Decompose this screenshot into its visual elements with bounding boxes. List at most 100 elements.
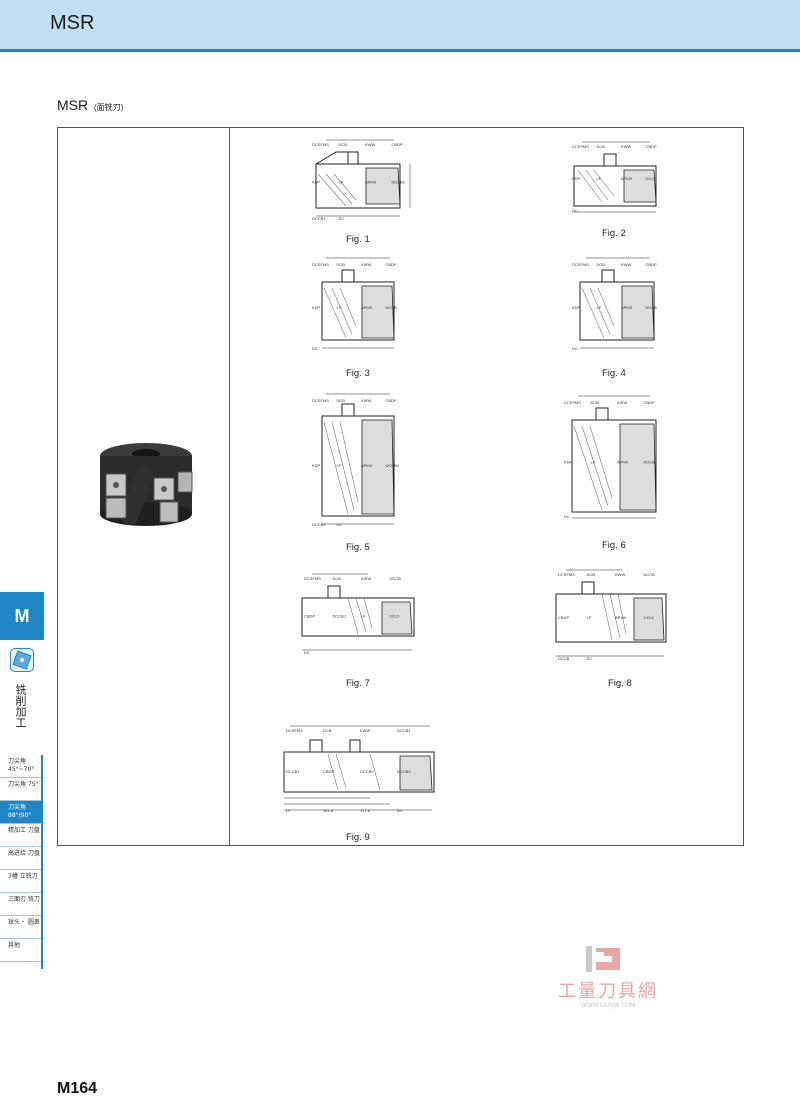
- dimension-label: KDP: [564, 460, 573, 465]
- dimension-label: DCB: [337, 398, 346, 403]
- dimension-label: DC: [587, 656, 593, 661]
- dimension-label: LF: [591, 460, 596, 465]
- dimension-label: DCB: [333, 576, 342, 581]
- dimension-label: DCCB3: [397, 769, 411, 774]
- dimension-label: 101.6: [644, 615, 655, 620]
- dimension-label: DCCB: [644, 460, 656, 465]
- side-menu-item[interactable]: 精加工 刀盘: [0, 824, 41, 847]
- dimension-label: DCCB: [558, 656, 570, 661]
- dimension-label: CBDP: [646, 262, 657, 267]
- dimension-label: DCCB2: [392, 180, 406, 185]
- dimension-label: DCCB1: [312, 522, 326, 527]
- figure-8-label: Fig. 8: [608, 678, 632, 689]
- watermark-url: WWW.GLRJW.COM: [580, 1002, 636, 1009]
- dimension-label: APMX: [365, 180, 377, 185]
- dimension-label: DCB: [323, 728, 332, 733]
- dimension-label: DCCB2: [360, 769, 374, 774]
- dimension-label: DCB: [597, 144, 606, 149]
- dimension-label: LF: [597, 176, 602, 181]
- dimension-label: KDP: [312, 463, 321, 468]
- dimension-label: APMX: [361, 305, 373, 310]
- figure-7-label: Fig. 7: [346, 678, 370, 689]
- dimension-label: DCSFMS: [312, 142, 329, 147]
- dimension-label: DCCB1: [312, 216, 326, 221]
- dimension-label: DCSFMS: [558, 572, 575, 577]
- dimension-label: DCB: [587, 572, 596, 577]
- page-number: M164: [57, 1080, 98, 1097]
- dimension-label: CBDP: [386, 398, 397, 403]
- side-menu-item[interactable]: 3槽 立铣刀: [0, 870, 41, 893]
- dimension-label: DCSFMS: [564, 400, 581, 405]
- dimension-label: APMX: [617, 460, 629, 465]
- side-menu: 刀尖角 45°~70° 刀尖角 75° 刀尖角 88°/90° 精加工 刀盘 高…: [0, 755, 41, 962]
- figure-1-label: Fig. 1: [346, 234, 370, 245]
- dimension-label: APMX: [621, 176, 633, 181]
- page-header: MSR: [0, 0, 800, 52]
- dimension-label: DCSFMS: [286, 728, 303, 733]
- dimension-label: KWW: [615, 572, 625, 577]
- dimension-label: DCB: [597, 262, 606, 267]
- dimension-label: KDP: [312, 180, 321, 185]
- dimension-label: DC: [572, 346, 578, 351]
- dimension-label: DCSFMS: [572, 262, 589, 267]
- dimension-label: DCCB1: [286, 769, 300, 774]
- watermark-logo-icon: [586, 946, 620, 972]
- dimension-label: 177.8: [360, 808, 371, 813]
- side-menu-item[interactable]: 三面刃 铣刀: [0, 893, 41, 916]
- dimension-label: LF: [597, 305, 602, 310]
- dimension-label: DCB: [339, 142, 348, 147]
- dimension-label: KWW: [621, 144, 631, 149]
- watermark-text: 工量刀具網: [558, 981, 658, 1002]
- frame-divider: [229, 128, 230, 845]
- dimension-label: KWW: [365, 142, 375, 147]
- dimension-label: DC: [337, 522, 343, 527]
- header-title: MSR: [50, 12, 95, 34]
- dimension-label: KWW: [360, 728, 370, 733]
- dimension-label: APMX: [621, 305, 633, 310]
- section-title-sub: (面铣刀): [94, 103, 124, 112]
- dimension-label: CBDP: [323, 769, 334, 774]
- dimension-label: DCB: [591, 400, 600, 405]
- dimension-label: LF: [337, 463, 342, 468]
- dimension-label: DC: [397, 808, 403, 813]
- dimension-label: DCCB1: [333, 614, 347, 619]
- dimension-label: DC: [312, 346, 318, 351]
- dimension-label: KWW: [361, 262, 371, 267]
- dimension-label: DCSFMS: [312, 262, 329, 267]
- dimension-label: DCSFMS: [312, 398, 329, 403]
- dimension-label: CBDP: [304, 614, 315, 619]
- side-menu-item-active[interactable]: 刀尖角 88°/90°: [0, 801, 41, 824]
- dimension-label: KWW: [361, 398, 371, 403]
- dimension-label: LF: [286, 808, 291, 813]
- side-tab-m[interactable]: M: [0, 592, 44, 640]
- dimension-label: KWW: [361, 576, 371, 581]
- dimension-label: 101.6: [323, 808, 334, 813]
- dimension-label: KWW: [617, 400, 627, 405]
- side-menu-item[interactable]: 高进给 刀盘: [0, 847, 41, 870]
- dimension-label: LF: [337, 305, 342, 310]
- side-menu-item[interactable]: 球头・ 圆鼻: [0, 916, 41, 939]
- side-menu-border: [41, 755, 43, 969]
- figure-6-label: Fig. 6: [602, 540, 626, 551]
- side-menu-item[interactable]: 刀尖角 75°: [0, 778, 41, 801]
- dimension-label: DCCB: [390, 576, 402, 581]
- cutter-photo: [100, 443, 193, 526]
- dimension-label: CBDP: [646, 144, 657, 149]
- dimension-label: DCSFMS: [572, 144, 589, 149]
- side-menu-item[interactable]: 刀尖角 45°~70°: [0, 755, 41, 778]
- side-menu-item[interactable]: 其他: [0, 939, 41, 962]
- section-title: MSR (面铣刀): [57, 97, 123, 113]
- dimension-label: 101.6: [390, 614, 401, 619]
- figure-5-label: Fig. 5: [346, 542, 370, 553]
- dimension-label: DCB: [337, 262, 346, 267]
- figure-3-label: Fig. 3: [346, 368, 370, 379]
- dimension-label: DC: [572, 208, 578, 213]
